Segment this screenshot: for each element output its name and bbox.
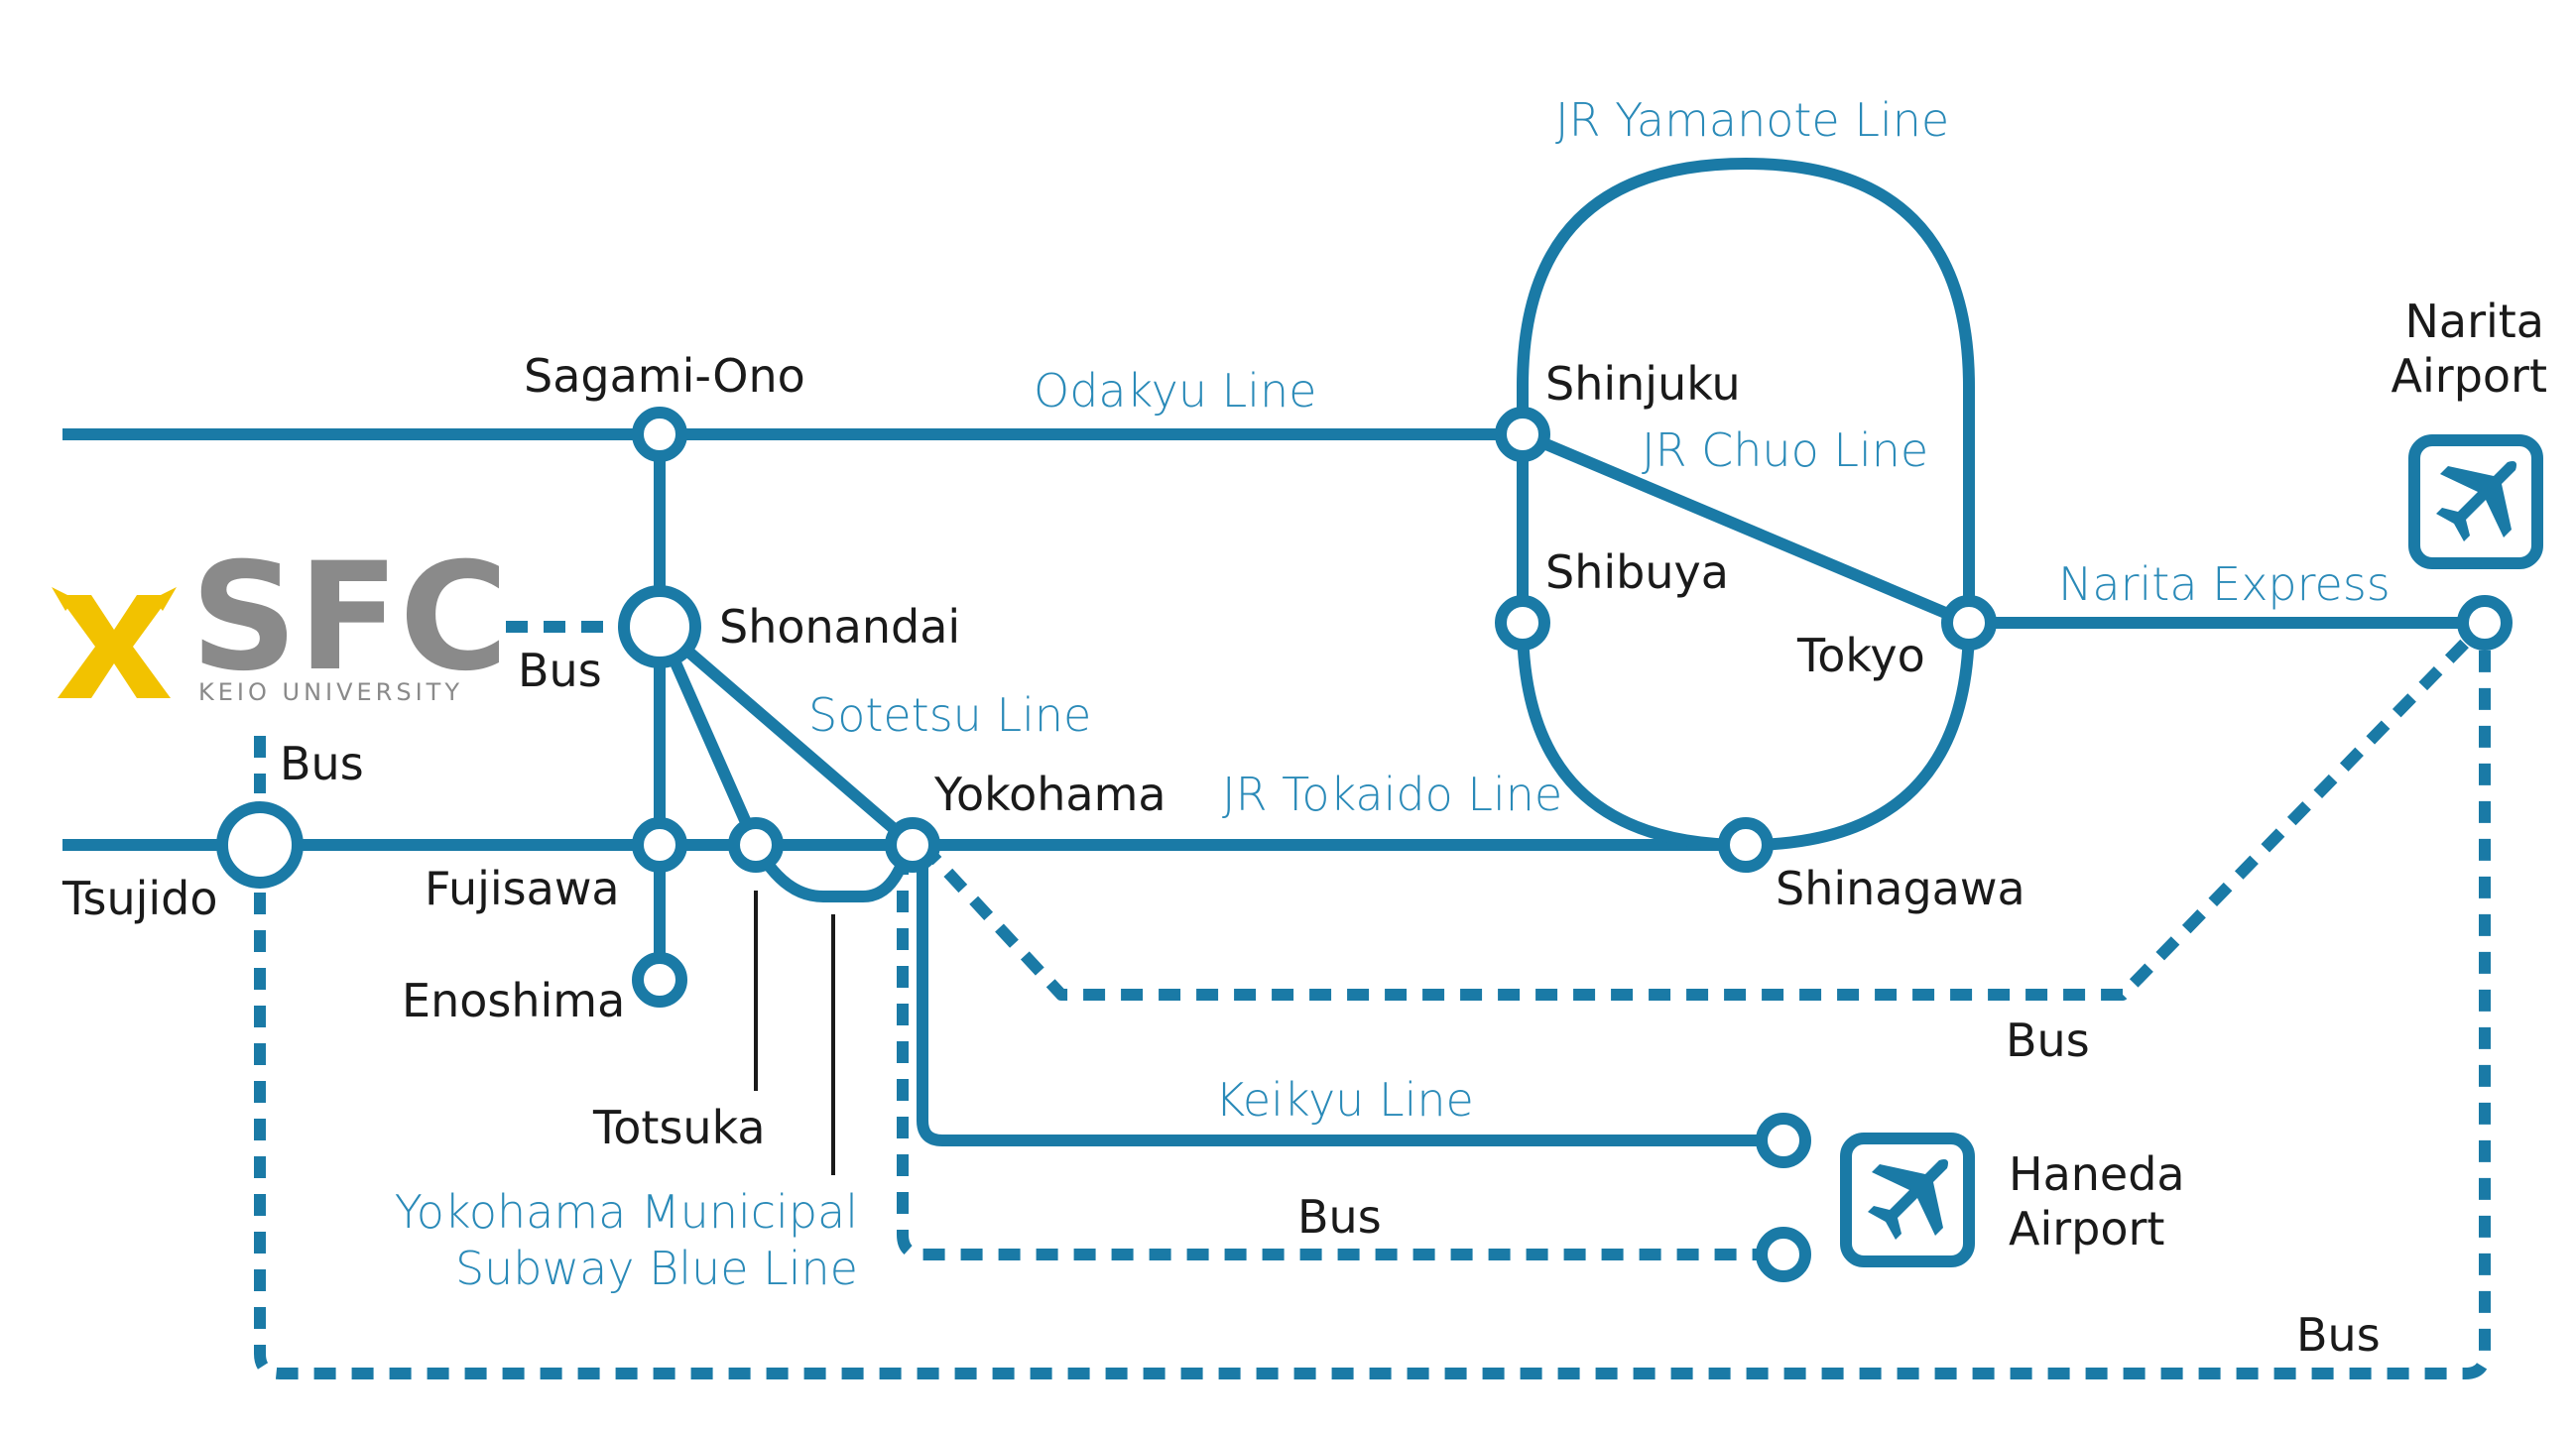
- node-shinjuku: [1495, 407, 1550, 462]
- label-sotetsu: Sotetsu Line: [808, 688, 1091, 742]
- logo-subtitle: KEIO UNIVERSITY: [198, 678, 463, 706]
- bus-yokohama-narita: [918, 618, 2490, 1001]
- airplane-icon: [2408, 434, 2543, 569]
- label-chuo: JR Chuo Line: [1642, 423, 1928, 477]
- node-shonandai: [618, 585, 701, 668]
- label-yokohama: Yokohama: [933, 768, 1166, 821]
- node-haneda-rail: [1756, 1113, 1811, 1168]
- node-tsujido: [216, 801, 304, 889]
- label-bus-sfc-shonandai: Bus: [518, 644, 602, 697]
- label-bus-sfc-tsujido: Bus: [280, 737, 364, 790]
- bus-yokohama-haneda: [897, 853, 1783, 1260]
- label-narita-2: Airport: [2392, 349, 2547, 403]
- label-blue-line-2: Subway Blue Line: [455, 1242, 858, 1295]
- label-bus-yokohama-narita: Bus: [2006, 1014, 2090, 1067]
- node-narita: [2457, 595, 2513, 651]
- label-shonandai: Shonandai: [719, 600, 960, 654]
- node-totsuka: [728, 817, 784, 873]
- node-tokyo: [1941, 595, 1997, 651]
- airplane-icon: [1840, 1133, 1975, 1267]
- label-blue-line-1: Yokohama Municipal: [395, 1185, 858, 1239]
- chuo-line: [1520, 428, 1972, 629]
- bus-tsujido-narita: [254, 645, 2491, 1379]
- logo-mark: [52, 587, 177, 698]
- label-odakyu: Odakyu Line: [1034, 364, 1316, 418]
- node-haneda-bus: [1756, 1227, 1811, 1282]
- label-shinagawa: Shinagawa: [1776, 862, 2025, 915]
- label-tsujido: Tsujido: [61, 872, 218, 925]
- sfc-logo: SFC KEIO UNIVERSITY: [52, 532, 509, 706]
- label-yamanote: JR Yamanote Line: [1555, 93, 1949, 147]
- sotetsu-line: [656, 622, 917, 850]
- label-narita-express: Narita Express: [2058, 557, 2391, 611]
- label-fujisawa: Fujisawa: [425, 862, 620, 915]
- yamanote-line: [1517, 158, 1975, 851]
- label-sagami-ono: Sagami-Ono: [524, 349, 805, 403]
- label-bus-tsujido-narita: Bus: [2296, 1308, 2381, 1362]
- logo-title: SFC: [190, 532, 509, 704]
- label-shinjuku: Shinjuku: [1545, 357, 1741, 411]
- label-shibuya: Shibuya: [1545, 545, 1729, 599]
- keikyu-line: [917, 845, 1783, 1146]
- node-yokohama: [885, 817, 940, 873]
- node-shibuya: [1495, 595, 1550, 651]
- node-fujisawa: [632, 817, 687, 873]
- label-haneda-2: Airport: [2009, 1202, 2164, 1255]
- label-narita-1: Narita: [2404, 295, 2544, 348]
- label-tokyo: Tokyo: [1796, 629, 1925, 682]
- label-enoshima: Enoshima: [402, 974, 625, 1027]
- label-keikyu: Keikyu Line: [1215, 1073, 1474, 1127]
- label-totsuka: Totsuka: [592, 1101, 766, 1154]
- node-shinagawa: [1718, 817, 1774, 873]
- label-haneda-1: Haneda: [2009, 1147, 2185, 1201]
- label-bus-yokohama-haneda: Bus: [1297, 1190, 1382, 1244]
- label-tokaido: JR Tokaido Line: [1222, 768, 1562, 821]
- node-sagami-ono: [632, 407, 687, 462]
- node-enoshima: [632, 952, 687, 1008]
